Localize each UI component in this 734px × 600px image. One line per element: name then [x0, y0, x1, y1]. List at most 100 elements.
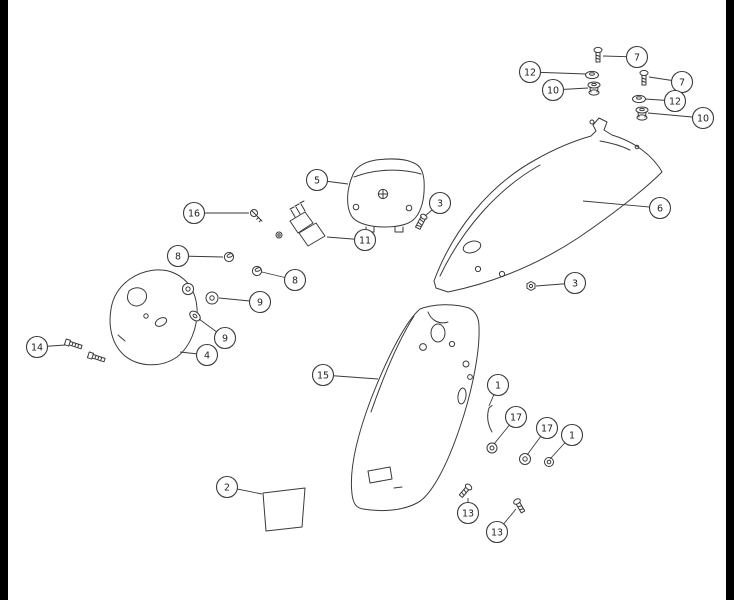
- callout-circle-2: [215, 475, 239, 499]
- callout-3: 3: [563, 271, 587, 295]
- callout-12: 12: [663, 89, 687, 113]
- callout-circle-6: [648, 196, 672, 220]
- callout-label-12: 12: [524, 68, 536, 79]
- callout-circle-10: [691, 106, 715, 130]
- callout-circle-8: [166, 244, 190, 268]
- part-small-screw-16: [250, 209, 263, 223]
- callout-13: 13: [485, 520, 509, 544]
- callout-circle-10: [541, 78, 565, 102]
- part-pin-1: [487, 405, 493, 433]
- callout-label-13: 13: [462, 509, 474, 520]
- callout-label-12: 12: [669, 97, 681, 108]
- part-washer-12b: [632, 94, 646, 104]
- part-washer-9c: [189, 310, 201, 322]
- callout-1: 1: [560, 423, 584, 447]
- callout-circle-8: [283, 268, 307, 292]
- callout-circle-16: [182, 201, 206, 225]
- callout-label-16: 16: [188, 209, 200, 220]
- callout-15: 15: [311, 363, 335, 387]
- callout-label-15: 15: [317, 371, 329, 382]
- callout-17: 17: [535, 416, 559, 440]
- part-connector: [275, 200, 326, 247]
- callout-label-11: 11: [359, 236, 371, 247]
- callout-label-7: 7: [634, 53, 640, 64]
- part-screw-7b: [639, 69, 649, 86]
- callout-4: 4: [195, 343, 219, 367]
- callout-circle-3: [563, 271, 587, 295]
- callout-label-10: 10: [697, 114, 709, 125]
- callout-13: 13: [456, 501, 480, 525]
- callout-8: 8: [283, 268, 307, 292]
- callout-label-10: 10: [547, 86, 559, 97]
- callout-circle-4: [195, 343, 219, 367]
- part-washer-17b: [519, 453, 531, 465]
- part-washer-12a: [585, 70, 599, 80]
- part-taillight: [347, 158, 425, 233]
- part-bolt-14b: [86, 351, 106, 363]
- callout-9: 9: [248, 290, 272, 314]
- callout-7: 7: [625, 45, 649, 69]
- callout-14: 14: [25, 335, 49, 359]
- callout-circle-1: [560, 423, 584, 447]
- callout-3: 3: [428, 191, 452, 215]
- leader-line-6: [582, 200, 661, 209]
- part-nut-3: [526, 281, 536, 291]
- callout-label-3: 3: [437, 199, 443, 210]
- callout-2: 2: [215, 475, 239, 499]
- callout-label-9: 9: [222, 334, 228, 345]
- callout-label-7: 7: [679, 78, 685, 89]
- callout-circle-12: [663, 89, 687, 113]
- callout-label-4: 4: [204, 351, 210, 362]
- callout-10: 10: [541, 78, 565, 102]
- part-reflector: [262, 487, 306, 532]
- callout-label-8: 8: [175, 252, 181, 263]
- callout-circle-1: [486, 373, 510, 397]
- callout-circle-11: [353, 228, 377, 252]
- callout-circle-9: [213, 326, 237, 350]
- part-bracket: [109, 269, 198, 366]
- part-washer-1b: [544, 457, 554, 467]
- part-rear-mudguard: [350, 304, 480, 512]
- callout-circle-12: [518, 60, 542, 84]
- callout-11: 11: [353, 228, 377, 252]
- part-grommet-10a: [587, 81, 601, 96]
- callout-circle-13: [485, 520, 509, 544]
- callout-5: 5: [305, 168, 329, 192]
- callout-label-9: 9: [257, 298, 263, 309]
- callout-1: 1: [486, 373, 510, 397]
- part-grommet-9a: [181, 282, 195, 296]
- part-screw-13b: [513, 498, 526, 514]
- callout-label-1: 1: [495, 381, 501, 392]
- part-upper-fender: [433, 117, 663, 293]
- part-grommet-9b: [205, 291, 219, 305]
- callout-circle-17: [535, 416, 559, 440]
- callout-label-17: 17: [510, 413, 522, 424]
- callout-label-8: 8: [292, 276, 298, 287]
- part-cap-8a: [223, 251, 235, 263]
- callout-circle-7: [625, 45, 649, 69]
- callout-9: 9: [213, 326, 237, 350]
- callout-label-1: 1: [569, 431, 575, 442]
- callout-circle-5: [305, 168, 329, 192]
- part-cap-8b: [251, 265, 263, 277]
- callout-7: 7: [670, 70, 694, 94]
- callout-circle-15: [311, 363, 335, 387]
- callout-6: 6: [648, 196, 672, 220]
- callout-label-6: 6: [657, 204, 663, 215]
- right-black-bar: [726, 0, 734, 600]
- callout-10: 10: [691, 106, 715, 130]
- callout-circle-17: [504, 405, 528, 429]
- part-washer-17a: [486, 442, 498, 454]
- callout-12: 12: [518, 60, 542, 84]
- callout-label-2: 2: [224, 483, 230, 494]
- callout-circle-13: [456, 501, 480, 525]
- callout-label-13: 13: [491, 528, 503, 539]
- callout-16: 16: [182, 201, 206, 225]
- callout-label-3: 3: [572, 279, 578, 290]
- callout-label-14: 14: [31, 343, 43, 354]
- part-screw-13a: [458, 483, 473, 498]
- callout-circle-14: [25, 335, 49, 359]
- callout-label-5: 5: [314, 176, 320, 187]
